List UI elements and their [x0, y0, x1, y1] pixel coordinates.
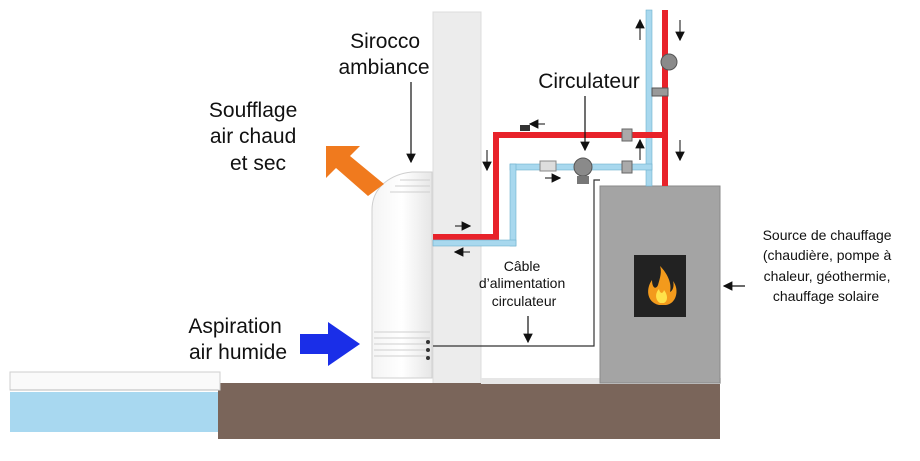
heat-source-boiler	[599, 185, 721, 384]
cold-riser	[645, 9, 653, 187]
floor	[218, 383, 720, 439]
circulator-pump	[573, 157, 593, 184]
source-label: Source de chauffage (chaudière, pompe à …	[763, 227, 896, 304]
aspiration-label: Aspiration air humide	[188, 315, 287, 364]
circulateur-label: Circulateur	[538, 70, 640, 93]
wall	[432, 11, 482, 385]
sirocco-label: Sirocco ambiance	[338, 30, 429, 79]
hot-riser	[662, 10, 668, 186]
soufflage-label: Soufflage air chaud et sec	[209, 99, 303, 175]
flame-icon	[648, 266, 677, 305]
hot-air-arrow	[326, 146, 384, 196]
humid-air-arrow	[300, 322, 360, 366]
power-cable	[433, 179, 600, 347]
pool	[9, 371, 221, 432]
cable-label: Câble d’alimentation circulateur	[479, 258, 569, 309]
pipes	[432, 9, 685, 347]
riser-pump	[651, 53, 678, 97]
sirocco-unit	[371, 171, 433, 379]
